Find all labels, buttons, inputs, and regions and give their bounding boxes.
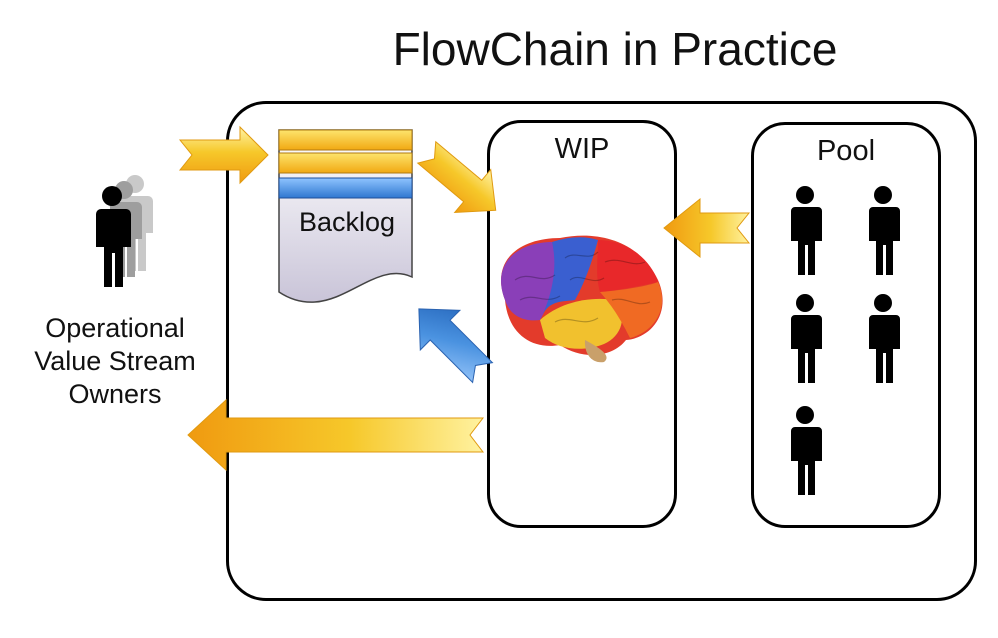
backlog-item-3 [278,177,413,199]
backlog-label: Backlog [298,207,396,237]
owners-label-line-2: Value Stream [34,346,196,376]
pool-label: Pool [816,135,876,167]
pool-person-icon [869,294,900,383]
owners-label-line-1: Operational [45,313,185,343]
pool-person-icon [869,186,900,275]
backlog-item-1 [278,129,413,151]
owners-label-line-3: Owners [68,379,162,409]
pool-box: Pool [751,122,941,528]
owners-people-icon [96,175,153,287]
wip-label: WIP [554,133,610,165]
pool-person-icon [791,294,822,383]
backlog-item-2 [278,152,413,174]
backlog-document [278,129,413,303]
arrow-wip-to-owners [187,398,485,472]
pool-person-icon [791,186,822,275]
arrow-owners-to-backlog [178,125,269,185]
owners-label: Operational Value Stream Owners [20,312,210,411]
arrow-pool-to-wip [663,197,751,259]
arrow-wip-to-backlog [418,308,494,384]
diagram-title: FlowChain in Practice [392,23,838,75]
brain-icon [501,235,663,363]
arrow-backlog-to-wip [416,140,497,214]
pool-person-icon [791,406,822,495]
